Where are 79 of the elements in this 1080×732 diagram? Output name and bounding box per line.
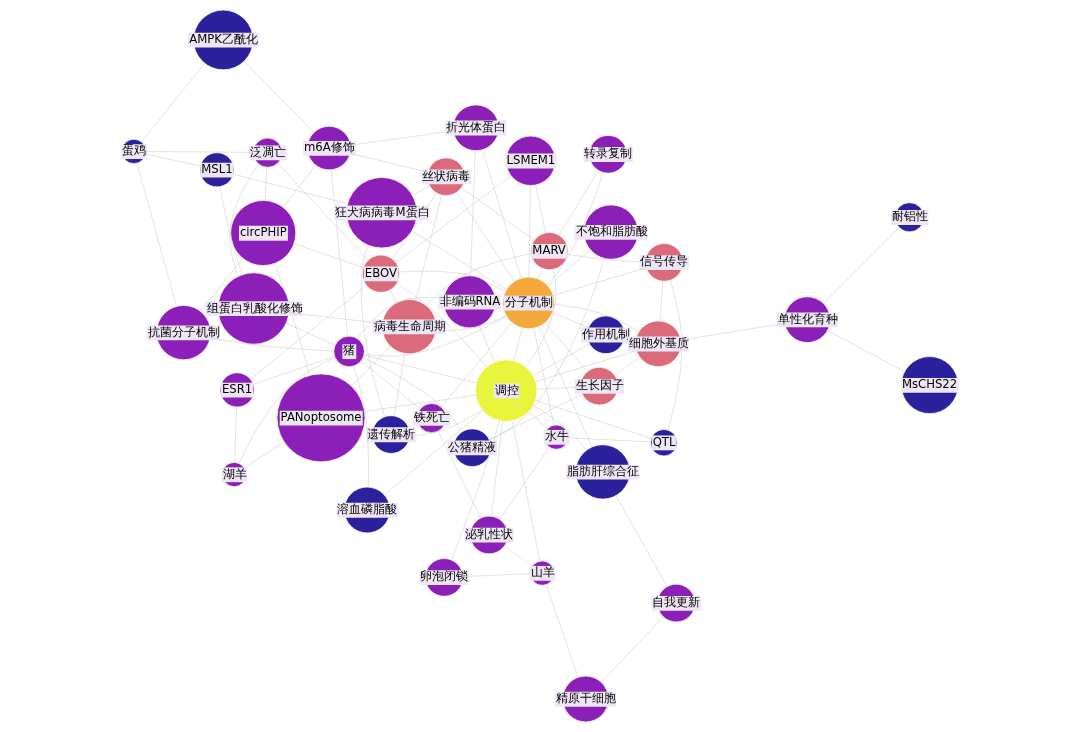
connector bbox=[396, 283, 487, 368]
connector bbox=[200, 258, 244, 312]
connector bbox=[554, 304, 640, 332]
connector bbox=[330, 169, 348, 337]
connector bbox=[568, 437, 651, 443]
connector bbox=[545, 584, 579, 678]
connector bbox=[360, 360, 421, 410]
connector bbox=[395, 175, 512, 263]
connector bbox=[415, 194, 442, 301]
connector bbox=[558, 170, 599, 236]
connector bbox=[364, 394, 477, 412]
connector bbox=[141, 62, 205, 143]
connector bbox=[353, 365, 369, 488]
connector bbox=[136, 162, 177, 307]
connector bbox=[601, 616, 664, 683]
connector bbox=[470, 150, 476, 277]
connector bbox=[350, 130, 454, 146]
connector bbox=[238, 357, 336, 464]
connector bbox=[253, 356, 335, 385]
connector bbox=[285, 322, 336, 346]
connector bbox=[250, 285, 367, 380]
node-circle: circPHIP bbox=[230, 200, 297, 266]
connector bbox=[288, 312, 383, 324]
connector bbox=[667, 280, 683, 431]
connector bbox=[479, 325, 495, 363]
connector bbox=[360, 244, 386, 418]
connector bbox=[229, 163, 260, 277]
connector bbox=[351, 346, 391, 387]
node-circle: 猪 bbox=[333, 335, 365, 368]
connector bbox=[489, 394, 583, 440]
connector bbox=[615, 495, 668, 587]
connector bbox=[546, 172, 604, 286]
connector bbox=[827, 330, 905, 372]
connector bbox=[547, 249, 591, 287]
connector bbox=[545, 322, 588, 373]
connector bbox=[461, 187, 535, 241]
connector bbox=[393, 353, 406, 417]
connector bbox=[535, 399, 652, 439]
connector bbox=[219, 186, 243, 275]
connector bbox=[389, 289, 397, 303]
connector bbox=[440, 322, 513, 408]
connector bbox=[614, 356, 640, 376]
connector bbox=[243, 61, 315, 133]
connector bbox=[552, 312, 589, 328]
connector bbox=[535, 184, 546, 234]
connector bbox=[680, 323, 786, 341]
connector bbox=[244, 441, 285, 469]
connector bbox=[823, 227, 900, 304]
connector bbox=[282, 165, 317, 208]
connector bbox=[499, 446, 550, 520]
connector bbox=[532, 343, 590, 376]
connector bbox=[425, 253, 532, 306]
connector bbox=[511, 420, 541, 562]
connector bbox=[437, 430, 482, 519]
connector bbox=[513, 327, 523, 362]
connector bbox=[535, 350, 637, 382]
connector bbox=[209, 337, 335, 352]
connector bbox=[528, 411, 548, 430]
connector bbox=[525, 269, 557, 368]
connector bbox=[504, 545, 533, 567]
connector bbox=[350, 152, 428, 173]
node-circle: 调控 bbox=[475, 359, 538, 422]
connector bbox=[659, 280, 664, 322]
connector bbox=[411, 230, 507, 290]
connector bbox=[363, 354, 477, 384]
connector bbox=[277, 163, 369, 261]
connector bbox=[567, 253, 646, 263]
connector bbox=[553, 267, 647, 296]
connector bbox=[412, 185, 430, 196]
connector bbox=[482, 149, 522, 279]
connector bbox=[533, 327, 555, 426]
connector bbox=[537, 268, 543, 280]
connector bbox=[233, 173, 348, 205]
connector bbox=[293, 243, 364, 268]
connector bbox=[489, 258, 605, 441]
connector bbox=[490, 420, 503, 517]
connector bbox=[456, 192, 515, 282]
connector bbox=[435, 315, 507, 331]
connector bbox=[145, 153, 201, 167]
